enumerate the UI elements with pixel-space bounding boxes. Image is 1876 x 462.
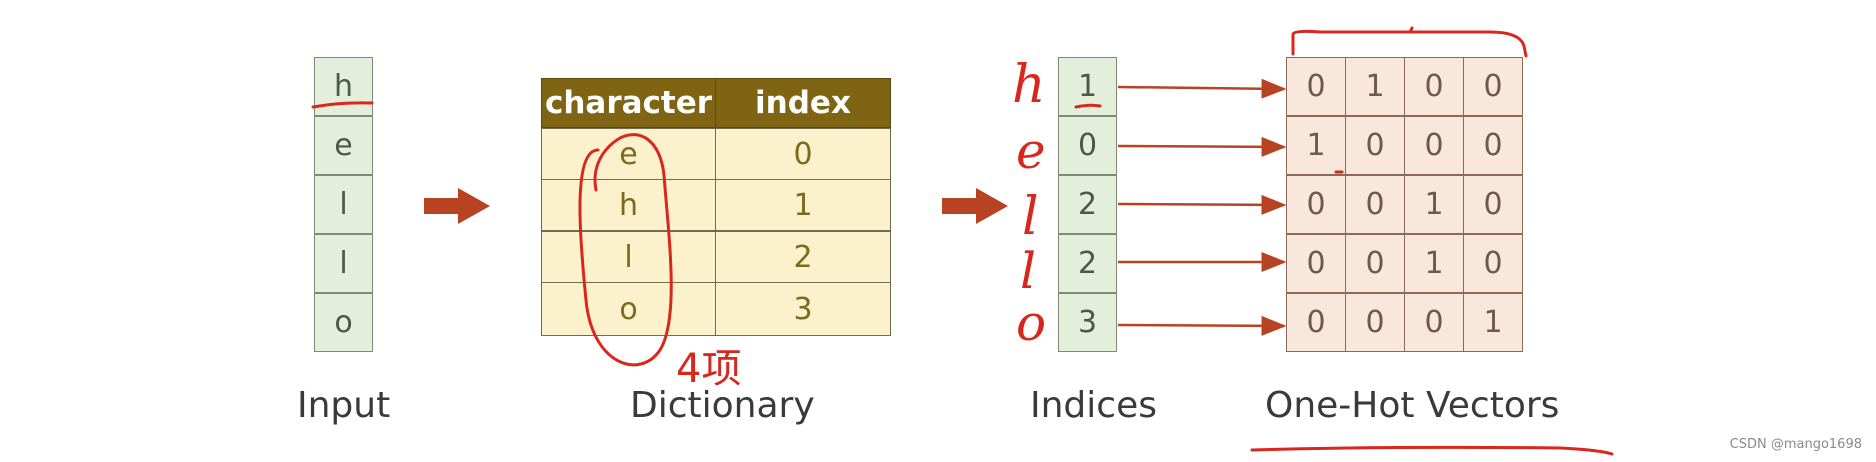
onehot-cell: 0 xyxy=(1345,293,1405,352)
onehot-cell: 0 xyxy=(1286,234,1346,293)
connector-arrow xyxy=(1117,78,1287,99)
ink-underline-index-1 xyxy=(1074,103,1102,109)
onehot-cell: 0 xyxy=(1345,234,1405,293)
ink-bracket-onehot-tick xyxy=(1408,26,1414,34)
dictionary-cell-index: 1 xyxy=(715,179,891,231)
onehot-cell: 1 xyxy=(1404,175,1464,234)
onehot-cell: 0 xyxy=(1404,57,1464,116)
onehot-cell: 1 xyxy=(1463,293,1523,352)
ink-bracket-onehot-top xyxy=(1291,29,1528,58)
index-cell: 2 xyxy=(1058,234,1117,293)
connector-arrow xyxy=(1117,136,1287,157)
watermark: CSDN @mango1698 xyxy=(1729,437,1862,452)
dictionary-cell-character: o xyxy=(541,282,716,336)
onehot-cell: 0 xyxy=(1286,175,1346,234)
dictionary-cell-character: l xyxy=(541,231,716,283)
dictionary-header-character: character xyxy=(541,78,716,128)
onehot-cell: 0 xyxy=(1463,116,1523,175)
connector-arrow xyxy=(1117,315,1287,336)
ink-note-four-items: 4项 xyxy=(676,346,741,392)
ink-underline-onehot-caption xyxy=(1250,445,1614,456)
dictionary-cell-index: 3 xyxy=(715,282,891,336)
caption-input: Input xyxy=(297,385,391,426)
index-cell: 3 xyxy=(1058,293,1117,352)
index-cell: 1 xyxy=(1058,57,1117,116)
onehot-cell: 0 xyxy=(1463,57,1523,116)
ink-letter: l xyxy=(1022,187,1039,247)
index-cell: 0 xyxy=(1058,116,1117,175)
onehot-cell: 0 xyxy=(1463,234,1523,293)
ink-loop-dictionary-characters xyxy=(578,133,673,367)
dictionary-cell-index: 0 xyxy=(715,128,891,180)
ink-underline-input-h xyxy=(311,101,374,109)
ink-letter: h xyxy=(1012,55,1046,115)
onehot-matrix: 0 1 0 0 1 0 0 0 0 0 1 0 0 0 1 0 0 0 0 1 xyxy=(1286,57,1524,355)
onehot-cell: 0 xyxy=(1345,175,1405,234)
onehot-cell: 0 xyxy=(1286,293,1346,352)
ink-letter: o xyxy=(1016,294,1046,352)
input-column: h e l l o xyxy=(314,57,373,355)
input-cell: l xyxy=(314,175,373,234)
onehot-cell: 1 xyxy=(1345,57,1405,116)
ink-letter: l xyxy=(1020,242,1036,300)
input-cell: e xyxy=(314,116,373,175)
caption-dictionary: Dictionary xyxy=(630,385,815,426)
dictionary-table: character index e 0 h 1 l 2 o 3 xyxy=(541,78,891,336)
dictionary-header-index: index xyxy=(715,78,891,128)
dictionary-cell-index: 2 xyxy=(715,231,891,283)
input-cell: o xyxy=(314,293,373,352)
indices-column: 1 0 2 2 3 xyxy=(1058,57,1117,355)
index-cell: 2 xyxy=(1058,175,1117,234)
onehot-cell: 0 xyxy=(1345,116,1405,175)
onehot-cell: 0 xyxy=(1463,175,1523,234)
dictionary-cell-character: h xyxy=(541,179,716,231)
connector-arrow xyxy=(1117,194,1287,215)
caption-indices: Indices xyxy=(1030,385,1157,426)
input-cell: l xyxy=(314,234,373,293)
ink-letter: e xyxy=(1016,122,1046,180)
onehot-cell: 0 xyxy=(1404,293,1464,352)
caption-onehot-vectors: One-Hot Vectors xyxy=(1265,385,1560,426)
